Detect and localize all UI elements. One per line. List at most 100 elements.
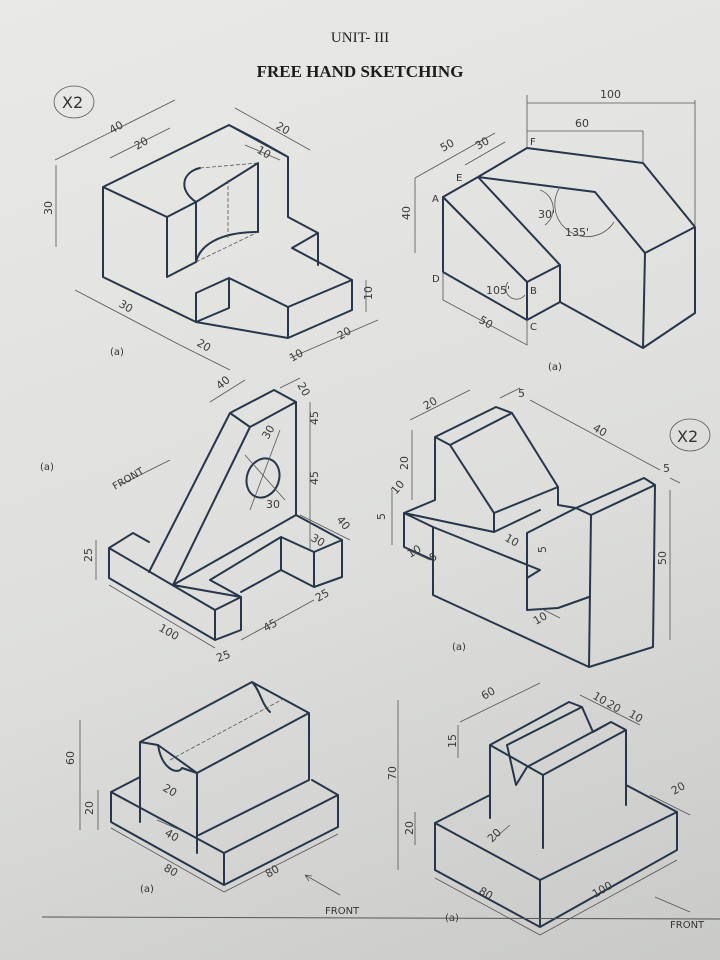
fig4-dim: 20 bbox=[398, 456, 411, 470]
fig3-dim: 40 bbox=[334, 514, 353, 533]
fig1-dim: 20 bbox=[274, 119, 293, 137]
fig2-point-c: C bbox=[530, 322, 537, 333]
fig4-dim: 5 bbox=[536, 546, 549, 553]
fig5-label: (a) bbox=[140, 884, 154, 895]
fig4-dim: 10 bbox=[531, 609, 550, 627]
fig3-dim: 45 bbox=[308, 471, 321, 485]
fig2-angle: 105' bbox=[486, 284, 510, 297]
page-title: FREE HAND SKETCHING bbox=[256, 62, 464, 81]
fig4-dim: 20 bbox=[421, 394, 440, 412]
fig1-dim: 30 bbox=[117, 297, 136, 315]
fig3-dim: 45 bbox=[261, 616, 280, 634]
figure-3: 40 20 30 45 45 30 40 30 25 25 100 45 25 … bbox=[40, 373, 353, 664]
fig4-dim: 10 bbox=[388, 478, 407, 497]
fig6-front-label: FRONT bbox=[670, 920, 705, 931]
fig1-dim: 30 bbox=[42, 201, 55, 215]
fig2-dim: 60 bbox=[575, 117, 589, 130]
figure-1: X2 40 20 20 10 30 10 30 20 10 20 (a) bbox=[42, 85, 379, 371]
fig1-note-circle bbox=[53, 85, 95, 119]
figure-4: X2 20 5 40 5 20 10 5 10 5 10 5 10 50 (a) bbox=[375, 387, 711, 668]
fig5-dim: 80 bbox=[162, 861, 181, 879]
fig6-dim: 20 bbox=[485, 826, 504, 845]
fig4-dim: 40 bbox=[591, 421, 610, 439]
fig4-outline bbox=[403, 406, 656, 668]
fig6-dim-lines bbox=[397, 682, 691, 936]
fig6-front-arrow bbox=[654, 896, 691, 913]
fig5-dim: 60 bbox=[64, 751, 77, 765]
fig3-dim: 25 bbox=[313, 586, 332, 604]
page-rule bbox=[41, 916, 720, 920]
fig1-outline bbox=[102, 124, 353, 339]
fig6-dim: 20 bbox=[669, 779, 688, 797]
fig4-dim: 5 bbox=[518, 387, 525, 400]
fig6-dim: 80 bbox=[477, 884, 496, 902]
fig3-dim: 30 bbox=[266, 498, 280, 511]
fig3-hole bbox=[245, 457, 281, 499]
fig1-dim: 10 bbox=[362, 286, 375, 300]
fig4-dim: 10 bbox=[503, 531, 522, 549]
fig4-dim: 5 bbox=[663, 462, 670, 475]
fig3-dim-lines bbox=[95, 377, 351, 649]
figure-2: 100 60 50 30 40 50 A B C D E F 30' 135' … bbox=[400, 88, 696, 373]
fig2-dim: 30 bbox=[473, 134, 492, 152]
fig6-dim: 10 bbox=[627, 707, 646, 725]
fig4-dim: 50 bbox=[656, 551, 669, 565]
fig5-dim: 20 bbox=[83, 801, 96, 815]
fig2-point-f: F bbox=[530, 137, 536, 148]
fig4-note-circle bbox=[669, 418, 711, 452]
fig1-dim-lines bbox=[54, 99, 379, 371]
fig2-dim-lines bbox=[414, 95, 696, 346]
figure-6: 60 15 10 20 10 70 20 20 20 80 100 (a) FR… bbox=[386, 682, 705, 936]
fig5-dim-lines bbox=[79, 720, 339, 893]
fig5-hidden-lines bbox=[169, 697, 286, 761]
fig2-dim: 100 bbox=[600, 88, 621, 101]
fig1-dim: 10 bbox=[287, 346, 306, 364]
fig5-dim: 20 bbox=[161, 781, 180, 799]
fig3-dim: 30 bbox=[259, 423, 277, 442]
fig3-label: (a) bbox=[40, 462, 54, 473]
fig3-dim: 25 bbox=[215, 648, 233, 665]
fig3-dim: 45 bbox=[308, 411, 321, 425]
figure-5: 60 20 20 40 80 80 (a) FRONT bbox=[64, 681, 360, 917]
fig2-dim: 50 bbox=[438, 136, 457, 154]
fig2-dim: 50 bbox=[477, 313, 496, 331]
fig1-note: X2 bbox=[62, 93, 83, 112]
fig6-dim: 60 bbox=[479, 684, 498, 702]
fig5-dim: 80 bbox=[263, 862, 282, 880]
fig1-dim: 10 bbox=[255, 143, 274, 161]
fig4-dim: 5 bbox=[375, 513, 388, 520]
fig1-dim: 20 bbox=[195, 336, 214, 354]
fig1-dim: 40 bbox=[107, 118, 126, 136]
unit-heading: UNIT- III bbox=[330, 30, 390, 46]
fig6-dim: 20 bbox=[403, 821, 416, 835]
fig3-dim: 20 bbox=[294, 380, 312, 399]
fig1-hidden-lines bbox=[195, 162, 259, 263]
fig6-outline bbox=[434, 701, 678, 928]
fig2-outline bbox=[442, 147, 696, 349]
fig3-front-label: FRONT bbox=[111, 466, 147, 493]
fig3-dim: 25 bbox=[82, 548, 95, 562]
fig3-dim: 100 bbox=[157, 621, 182, 643]
fig3-dim: 30 bbox=[309, 531, 328, 549]
fig1-dim: 20 bbox=[132, 134, 151, 152]
fig3-outline bbox=[108, 389, 343, 641]
fig2-point-b: B bbox=[530, 286, 537, 297]
fig6-dim: 100 bbox=[590, 879, 615, 901]
fig2-angle: 30' bbox=[538, 208, 555, 221]
fig6-dim: 10 bbox=[591, 689, 610, 707]
fig2-dim: 40 bbox=[400, 206, 413, 220]
fig1-dim: 20 bbox=[335, 324, 354, 342]
fig5-front-arrow bbox=[304, 874, 341, 896]
fig1-label: (a) bbox=[110, 347, 124, 358]
fig4-dim: 5 bbox=[427, 550, 440, 565]
fig5-outline bbox=[110, 681, 339, 886]
fig2-point-e: E bbox=[456, 173, 462, 184]
fig4-label: (a) bbox=[452, 642, 466, 653]
fig2-label: (a) bbox=[548, 362, 562, 373]
fig6-dim: 15 bbox=[446, 734, 459, 748]
fig1-cylinder-cut bbox=[183, 167, 259, 263]
fig2-angle: 135' bbox=[565, 226, 589, 239]
fig6-dim: 70 bbox=[386, 766, 399, 780]
fig2-point-a: A bbox=[432, 194, 439, 205]
